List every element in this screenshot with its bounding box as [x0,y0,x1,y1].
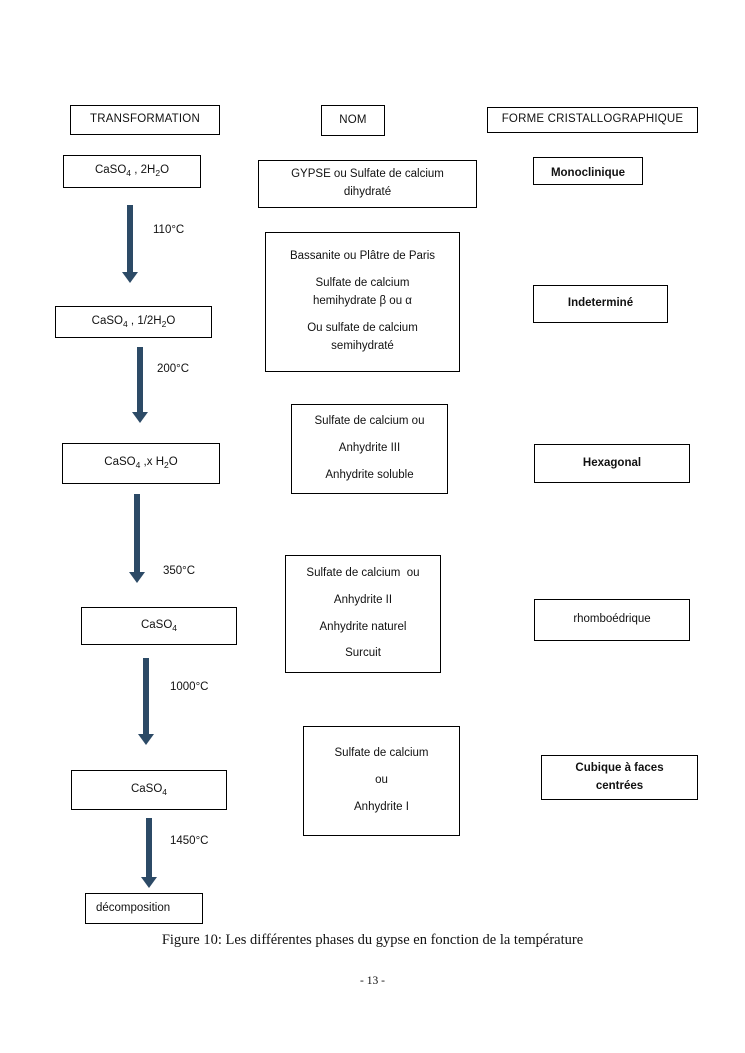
header-forme-cristallographique: FORME CRISTALLOGRAPHIQUE [487,107,698,133]
arrow-1000c [132,658,160,746]
temperature-110c: 110°C [153,224,185,236]
transformation-step-6-formula: décomposition [96,901,171,914]
temperature-1450c: 1450°C [170,835,209,847]
transformation-step-4: CaSO4 [81,607,237,645]
arrow-1450c [135,818,163,888]
temperature-1000c: 1000°C [170,681,209,693]
arrow-head [138,734,154,745]
arrow-head [122,272,138,283]
figure-caption: Figure 10: Les différentes phases du gyp… [161,932,584,948]
header-forme-label: FORME CRISTALLOGRAPHIQUE [501,113,684,126]
header-transformation-label: TRANSFORMATION [90,113,200,126]
arrow-350c [123,494,151,584]
crystal-form-rhomboedrique: rhomboédrique [534,599,690,641]
arrow-200c [126,347,154,423]
arrow-shaft [137,347,143,412]
arrow-head [141,877,157,888]
arrow-shaft [146,818,152,877]
transformation-step-2-formula: CaSO4 , 1/2H2O [91,314,176,329]
transformation-step-6: décomposition [85,893,203,924]
crystal-form-monoclinique: Monoclinique [533,157,643,185]
temperature-350c: 350°C [163,565,196,577]
temperature-200c: 200°C [157,363,190,375]
header-nom: NOM [321,105,385,136]
header-transformation: TRANSFORMATION [70,105,220,135]
crystal-form-indetermine-label: Indeterminé [567,297,634,310]
transformation-step-3-formula: CaSO4 ,x H2O [104,456,178,471]
page-number: - 13 - [360,975,385,987]
transformation-step-3: CaSO4 ,x H2O [62,443,220,484]
arrow-head [129,572,145,583]
arrow-110c [116,205,144,283]
arrow-shaft [134,494,140,572]
transformation-step-5-formula: CaSO4 [130,782,168,797]
crystal-form-hexagonal: Hexagonal [534,444,690,483]
header-nom-label: NOM [339,113,367,126]
transformation-step-5: CaSO4 [71,770,227,810]
arrow-shaft [127,205,133,272]
transformation-step-4-formula: CaSO4 [140,618,178,633]
crystal-form-hexagonal-label: Hexagonal [582,456,642,469]
arrow-head [132,412,148,423]
crystal-form-indetermine: Indeterminé [533,285,668,323]
crystal-form-rhomboedrique-label: rhomboédrique [573,613,651,626]
arrow-shaft [143,658,149,734]
crystal-form-monoclinique-label: Monoclinique [550,167,626,179]
transformation-step-1-formula: CaSO4 , 2H2O [94,164,170,179]
transformation-step-1: CaSO4 , 2H2O [63,155,201,188]
transformation-step-2: CaSO4 , 1/2H2O [55,306,212,338]
